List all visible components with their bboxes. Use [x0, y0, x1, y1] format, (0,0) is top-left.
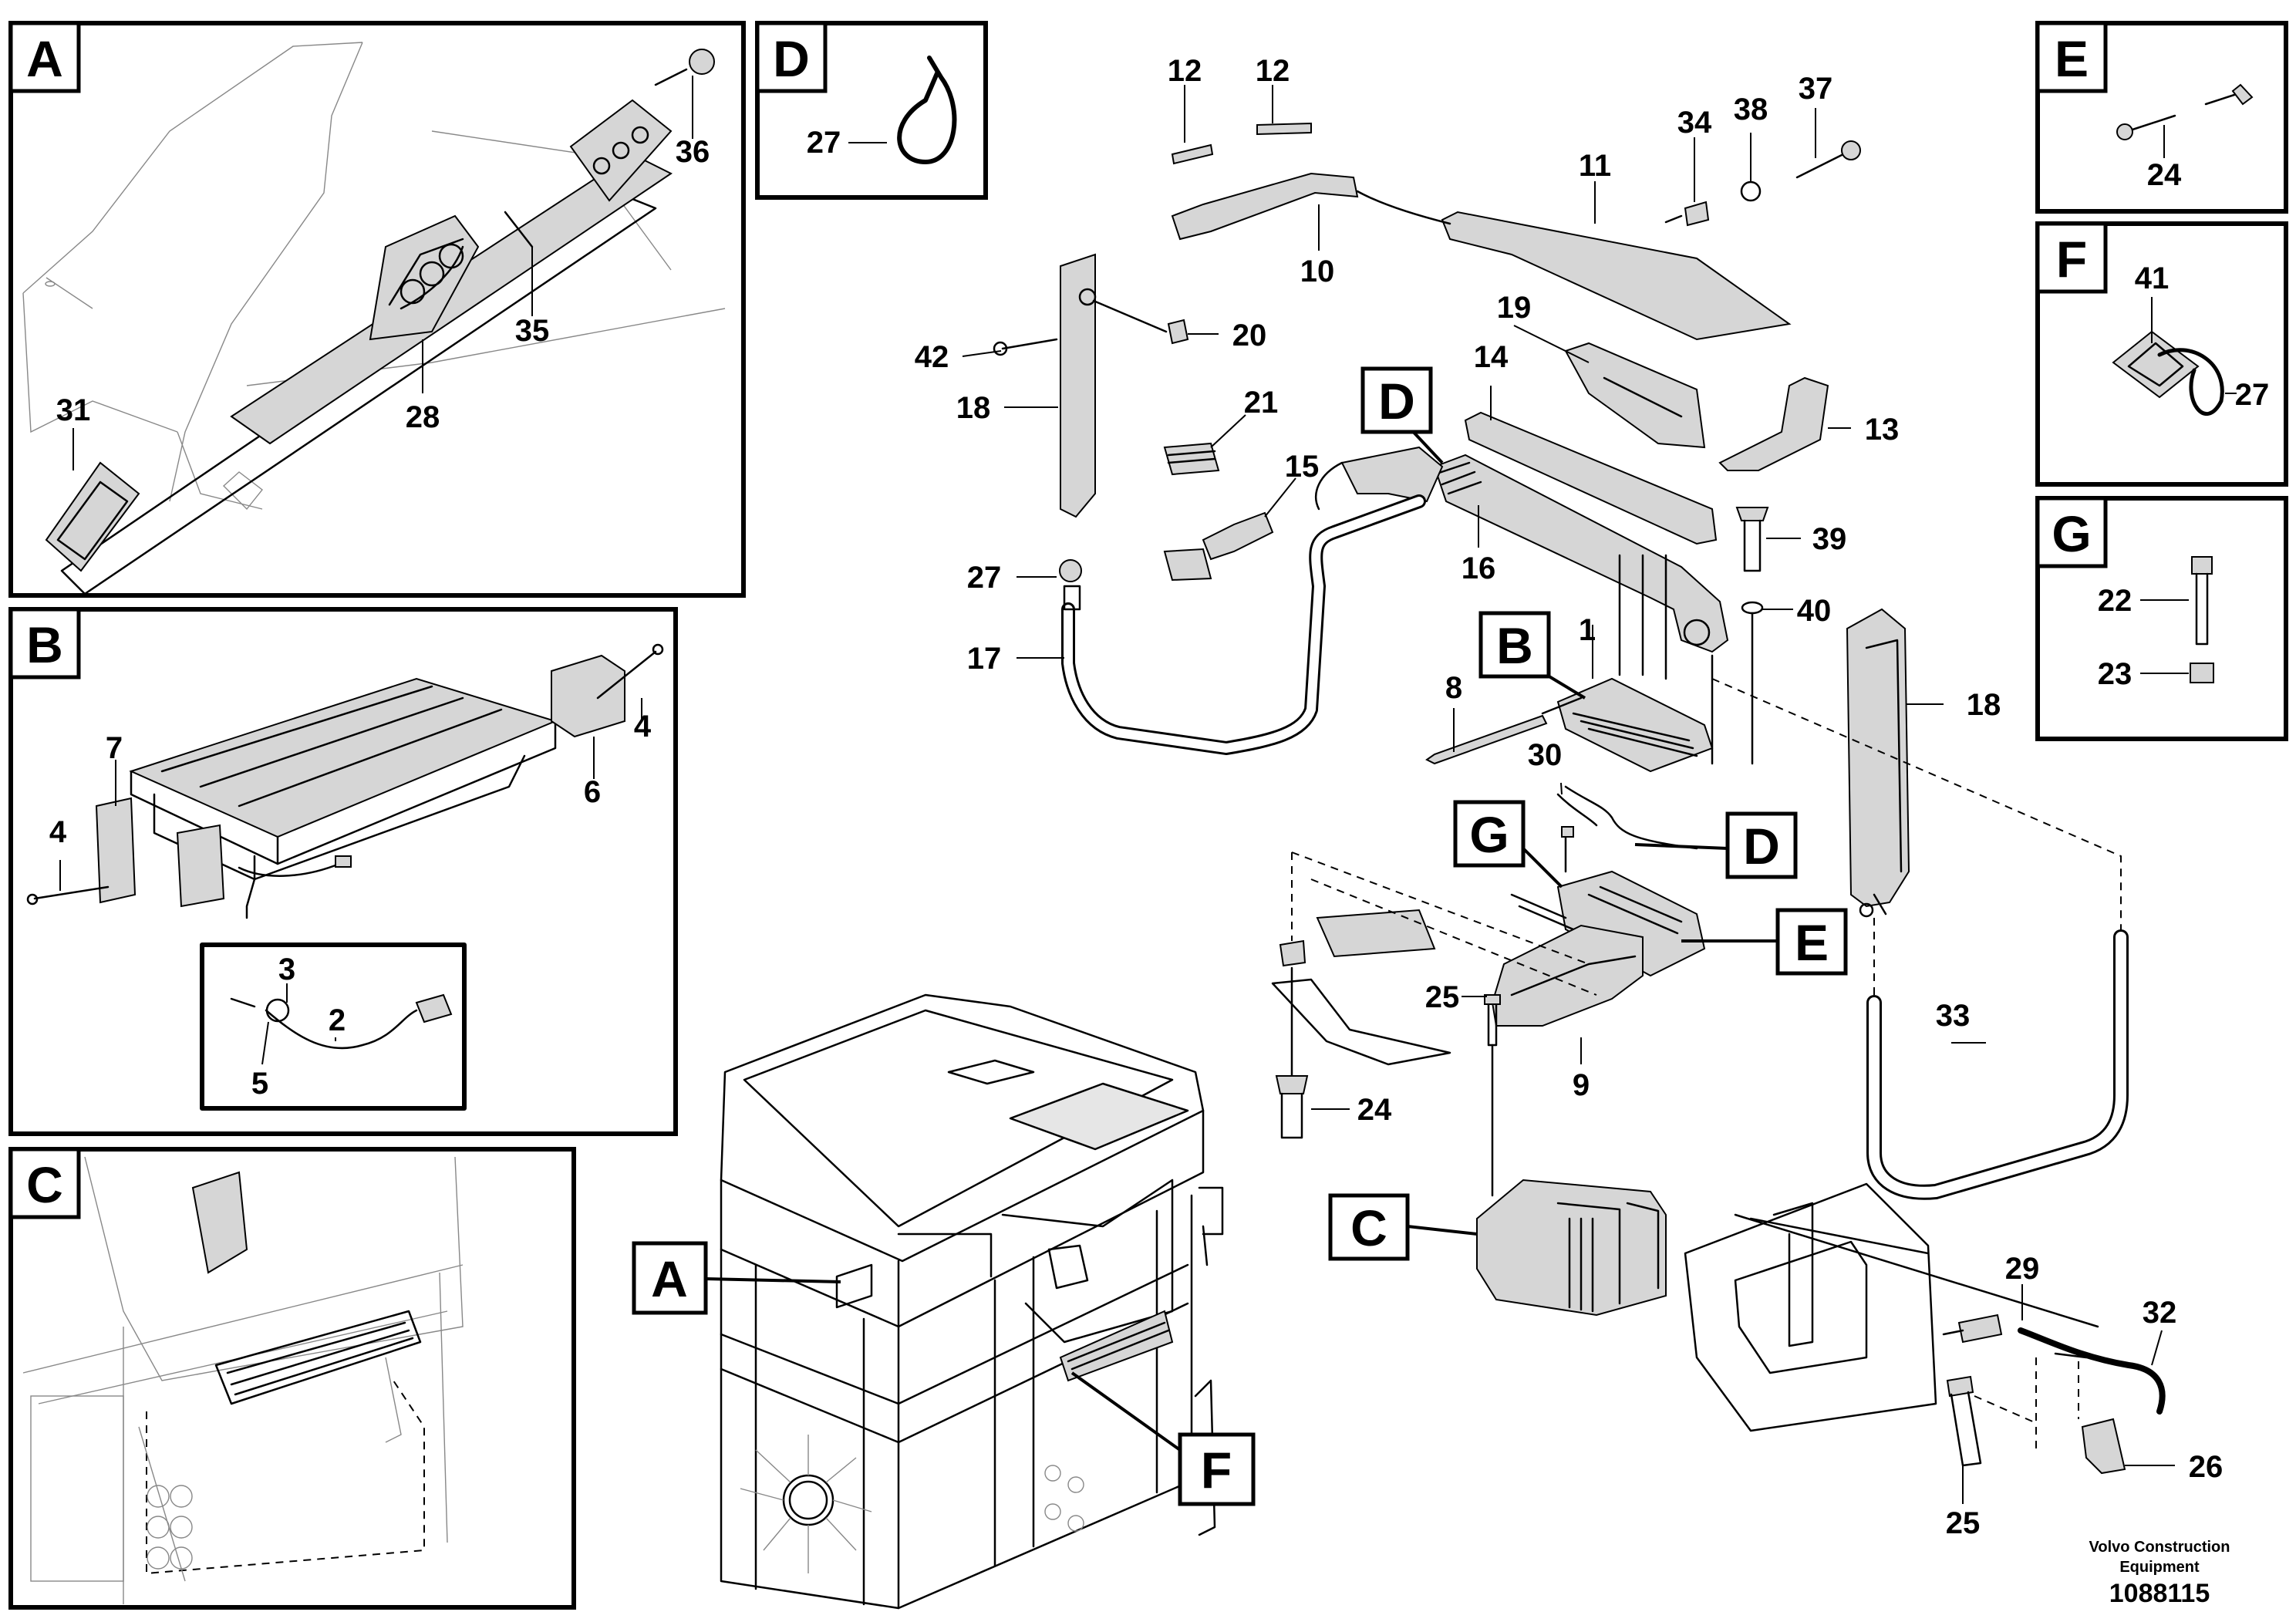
label-24-main: 24 [1357, 1093, 1392, 1127]
label-31: 31 [56, 393, 91, 427]
label-20: 20 [1232, 319, 1267, 352]
footer: Volvo Construction Equipment 1088115 [2089, 1539, 2230, 1608]
label-11: 11 [1579, 149, 1611, 183]
label-3: 3 [278, 953, 295, 986]
label-5: 5 [251, 1067, 268, 1101]
detail-view-g: G 22 23 [2035, 496, 2288, 741]
label-34: 34 [1677, 106, 1712, 140]
label-23: 23 [2098, 657, 2132, 691]
detail-view-d: D 27 [755, 21, 988, 200]
footer-company-line2: Equipment [2119, 1559, 2200, 1576]
label-37: 37 [1799, 72, 1833, 106]
detail-letter-b: B [26, 616, 63, 673]
main-exploded-view [993, 122, 2166, 1475]
label-41: 41 [2135, 261, 2170, 295]
cab-assembly [720, 993, 1224, 1610]
label-30: 30 [1528, 738, 1563, 772]
detail-letter-e: E [2055, 30, 2089, 87]
label-6: 6 [584, 775, 601, 809]
callout-markers: D B G D E C A F [632, 366, 1848, 1506]
detail-letter-f: F [2056, 231, 2087, 288]
label-1: 1 [1579, 613, 1596, 647]
detail-letter-g: G [2052, 505, 2091, 562]
label-36: 36 [676, 135, 710, 169]
label-21: 21 [1244, 386, 1279, 420]
label-35: 35 [515, 314, 550, 348]
callout-c: C [1350, 1199, 1387, 1256]
label-4-right: 4 [634, 710, 652, 744]
label-24-e: 24 [2147, 158, 2182, 192]
detail-view-e: E 24 [2035, 21, 2288, 214]
label-2: 2 [329, 1003, 346, 1037]
drawing-number: 1088115 [2109, 1579, 2210, 1608]
label-16: 16 [1462, 551, 1496, 585]
label-38: 38 [1734, 93, 1768, 126]
callout-d-top: D [1378, 373, 1415, 430]
label-8: 8 [1445, 671, 1462, 705]
callout-a: A [651, 1250, 688, 1307]
label-18-right: 18 [1967, 688, 2001, 722]
callout-g: G [1469, 806, 1509, 863]
label-22: 22 [2098, 584, 2132, 618]
label-42: 42 [915, 340, 949, 374]
label-15: 15 [1285, 450, 1320, 484]
detail-letter-d: D [773, 30, 810, 87]
callout-b: B [1496, 617, 1533, 674]
detail-letter-a: A [26, 30, 63, 87]
label-33: 33 [1936, 999, 1971, 1033]
label-25-lower: 25 [1946, 1506, 1981, 1540]
detail-view-b: B 7 4 6 4 [8, 607, 678, 1136]
label-25-upper: 25 [1425, 980, 1460, 1014]
label-9: 9 [1573, 1068, 1590, 1102]
detail-view-f: F 41 27 [2035, 221, 2288, 487]
label-10: 10 [1300, 255, 1335, 288]
detail-view-c: C [8, 1147, 576, 1610]
label-19: 19 [1497, 291, 1532, 325]
callout-d-lower: D [1743, 818, 1780, 875]
label-28: 28 [406, 400, 440, 434]
label-7: 7 [106, 731, 123, 765]
label-14: 14 [1474, 340, 1509, 374]
detail-view-a: A 36 35 28 31 [8, 21, 746, 598]
label-13: 13 [1865, 413, 1900, 447]
label-40: 40 [1797, 594, 1832, 628]
label-27-d: 27 [807, 126, 841, 160]
label-32: 32 [2143, 1296, 2177, 1330]
label-29: 29 [2005, 1252, 2040, 1286]
label-12-b: 12 [1256, 54, 1290, 88]
footer-company-line1: Volvo Construction [2089, 1539, 2230, 1556]
label-26: 26 [2189, 1450, 2224, 1484]
detail-letter-c: C [26, 1156, 63, 1213]
label-12-a: 12 [1168, 54, 1202, 88]
label-27-f: 27 [2235, 378, 2270, 412]
label-18-left: 18 [956, 391, 991, 425]
label-39: 39 [1812, 522, 1847, 556]
callout-e: E [1795, 914, 1829, 971]
label-27-main: 27 [967, 561, 1002, 595]
part-labels: 12 12 10 11 34 38 37 19 13 14 16 42 20 1… [915, 54, 2224, 1540]
callout-f: F [1201, 1442, 1232, 1499]
label-4-left: 4 [49, 815, 67, 849]
label-17: 17 [967, 642, 1002, 676]
